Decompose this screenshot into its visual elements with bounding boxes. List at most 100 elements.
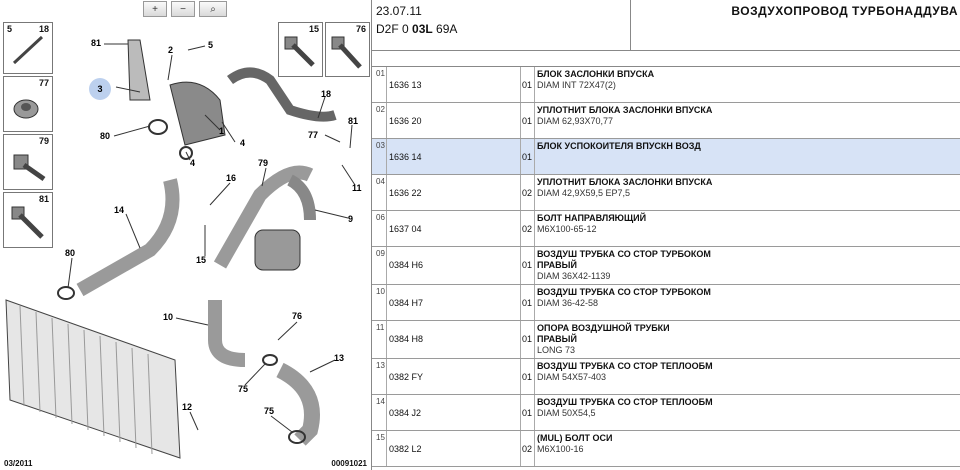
column-divider: [520, 395, 521, 430]
thumb-79[interactable]: 79: [3, 134, 53, 190]
column-divider: [386, 175, 387, 210]
fastener-thumbnails-right: 15 76: [278, 22, 370, 79]
column-divider: [520, 139, 521, 174]
catalog-date: 23.07.11: [376, 4, 422, 18]
column-divider: [520, 175, 521, 210]
callout-76[interactable]: 76: [292, 311, 303, 321]
callout-12[interactable]: 12: [182, 402, 193, 412]
thumb-15[interactable]: 15: [278, 22, 323, 77]
column-divider: [520, 103, 521, 138]
part-description: БЛОК УСПОКОИТЕЛЯ ВПУСКН ВОЗД: [537, 141, 701, 151]
callout-1[interactable]: 1: [219, 126, 225, 136]
header-divider: [630, 0, 631, 50]
callout-75[interactable]: 75: [238, 384, 249, 394]
thumb-label-b: 76: [355, 24, 366, 34]
callout-11[interactable]: 11: [352, 183, 362, 193]
column-divider: [386, 247, 387, 284]
part-description: УПЛОТНИТ БЛОКА ЗАСЛОНКИ ВПУСКА: [537, 177, 713, 187]
thumb-label-b: 77: [38, 78, 49, 88]
bolt-icon: [331, 36, 362, 69]
thumb-76[interactable]: 76: [325, 22, 370, 77]
callout-10[interactable]: 10: [163, 312, 174, 322]
column-divider: [386, 321, 387, 358]
header-spacer: [372, 51, 960, 67]
callout-9[interactable]: 9: [348, 214, 354, 224]
callout-81b[interactable]: 81: [348, 116, 359, 126]
stud-icon: [12, 35, 44, 65]
callout-5[interactable]: 5: [208, 40, 214, 50]
callout-14[interactable]: 14: [114, 205, 125, 215]
callout-4[interactable]: 4: [240, 138, 246, 148]
column-divider: [520, 359, 521, 394]
parts-drawing: [5, 39, 356, 459]
model-code-highlight: 03L: [412, 22, 433, 36]
column-divider: [534, 247, 535, 284]
item-number: 02: [376, 105, 385, 114]
part-description: ВОЗДУШ ТРУБКА СО СТОР ТЕПЛООБМ: [537, 397, 713, 407]
zoom-in-button[interactable]: +: [143, 1, 167, 17]
item-number: 04: [376, 177, 385, 186]
thumb-77[interactable]: 77: [3, 76, 53, 132]
callout-81[interactable]: 81: [91, 38, 102, 48]
diagram-date-code: 03/2011: [4, 459, 33, 468]
nut-icon: [13, 99, 39, 119]
column-divider: [520, 211, 521, 246]
callout-4b[interactable]: 4: [190, 158, 196, 168]
item-number: 10: [376, 287, 385, 296]
callout-75b[interactable]: 75: [264, 406, 275, 416]
quantity: 01: [522, 298, 533, 308]
part-code: 0384 H8: [389, 334, 424, 344]
zoom-out-button[interactable]: −: [171, 1, 195, 17]
parts-list-panel: 23.07.11 D2F 0 03L 69A ВОЗДУХОПРОВОД ТУР…: [372, 0, 960, 470]
callout-3-highlighted[interactable]: 3: [89, 78, 111, 100]
column-divider: [534, 139, 535, 174]
callout-18[interactable]: 18: [321, 89, 332, 99]
column-divider: [520, 67, 521, 102]
zoom-fit-icon: ⌕: [210, 3, 216, 15]
part-spec: DIAM INT 72X47(2): [537, 80, 616, 90]
quantity: 02: [522, 444, 533, 454]
quantity: 01: [522, 80, 533, 90]
part-description: УПЛОТНИТ БЛОКА ЗАСЛОНКИ ВПУСКА: [537, 105, 713, 115]
callout-13[interactable]: 13: [334, 353, 345, 363]
zoom-fit-button[interactable]: ⌕: [199, 1, 227, 17]
item-number: 06: [376, 213, 385, 222]
callout-2[interactable]: 2: [168, 45, 174, 55]
item-number: 14: [376, 397, 385, 406]
item-number: 15: [376, 433, 385, 442]
part-description: ВОЗДУШ ТРУБКА СО СТОР ТУРБОКОМ: [537, 287, 711, 297]
column-divider: [534, 285, 535, 320]
exploded-diagram[interactable]: + − ⌕ 5 18 77 79 81: [0, 0, 372, 470]
flange-bolt-icon: [11, 206, 44, 239]
part-spec: M6X100-65-12: [537, 224, 597, 234]
callout-80b[interactable]: 80: [65, 248, 76, 258]
thumb-81[interactable]: 81: [3, 192, 53, 248]
column-divider: [386, 359, 387, 394]
column-divider: [386, 103, 387, 138]
column-divider: [534, 359, 535, 394]
item-number: 03: [376, 141, 385, 150]
vehicle-model-code: D2F 0 03L 69A: [376, 22, 458, 36]
thumb-5-18[interactable]: 5 18: [3, 22, 53, 74]
callout-80[interactable]: 80: [100, 131, 111, 141]
callout-16[interactable]: 16: [226, 173, 237, 183]
diagram-number: 00091021: [331, 459, 367, 468]
column-divider: [386, 285, 387, 320]
zoom-toolbar: + − ⌕: [143, 1, 227, 17]
callout-15[interactable]: 15: [196, 255, 207, 265]
callout-79[interactable]: 79: [258, 158, 269, 168]
item-number: 13: [376, 361, 385, 370]
part-code: 1636 22: [389, 188, 422, 198]
callout-77[interactable]: 77: [308, 130, 319, 140]
